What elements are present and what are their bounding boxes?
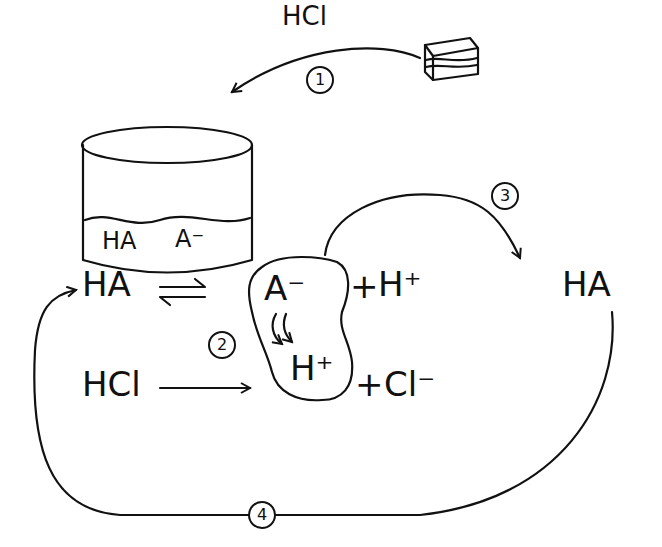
- callout-number: 3: [491, 182, 519, 210]
- arrow-four: [34, 290, 612, 515]
- cake-icon: [425, 38, 478, 80]
- beaker-outline: [80, 120, 255, 280]
- species-text: H⁺: [290, 350, 334, 387]
- species-text: HA: [102, 228, 136, 254]
- formula-text: +: [350, 268, 379, 305]
- callout-number: 4: [248, 501, 276, 529]
- formula-text: H⁺: [378, 266, 422, 303]
- reaction-blob: A⁻ H⁺: [242, 252, 377, 404]
- species-text: A⁻: [175, 226, 204, 252]
- reaction-arrow: [160, 387, 250, 389]
- callout-number: 1: [306, 66, 334, 94]
- formula-text: Cl⁻: [384, 366, 435, 403]
- formula-text: HCl: [282, 2, 327, 31]
- equilibrium-arrows: [160, 279, 205, 305]
- formula-text: HA: [562, 266, 611, 303]
- species-text: A⁻: [264, 270, 305, 307]
- formula-text: HA: [82, 266, 131, 303]
- formula-text: +: [355, 366, 384, 403]
- beaker: HA A⁻: [80, 120, 255, 280]
- arrow-three: [325, 194, 520, 258]
- formula-text: HCl: [82, 366, 141, 403]
- callout-number: 2: [208, 331, 236, 359]
